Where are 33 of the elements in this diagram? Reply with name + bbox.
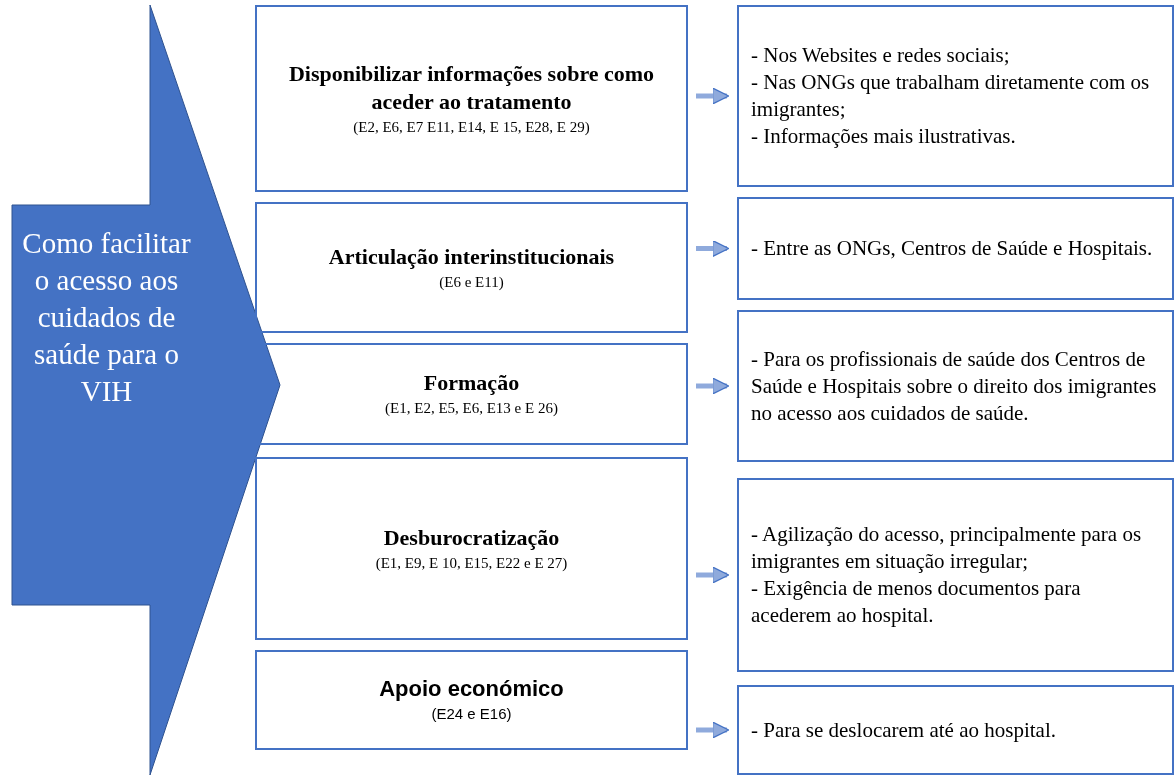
topic-title: Desburocratização: [383, 523, 560, 552]
reference-list: (E24 e E16): [431, 703, 512, 725]
topic-title: Articulação interinstitucionais: [328, 242, 615, 271]
heading-text: Como facilitar o acesso aos cuidados de saúde para o VIH: [21, 226, 192, 409]
reference-list: (E1, E2, E5, E6, E13 e E 26): [385, 397, 558, 419]
detail-box: [737, 197, 1174, 300]
detail-box: [737, 685, 1174, 775]
topic-box: [255, 5, 688, 192]
reference-list: (E2, E6, E7 E11, E14, E 15, E28, E 29): [353, 115, 590, 138]
detail-text: - Exigência de menos documentos para acederem ao hospital.: [751, 575, 1082, 629]
detail-box: [737, 5, 1174, 187]
arrow: [696, 721, 730, 739]
arrow: [696, 377, 730, 395]
topic-box: [255, 202, 688, 333]
topic-title: Apoio económico: [379, 675, 564, 703]
arrow: [696, 87, 730, 105]
topic-box: [255, 650, 688, 750]
detail-text: - Informações mais ilustrativas.: [751, 123, 1017, 150]
topic-title: Disponibilizar informações sobre como aceder ao tratamento: [287, 59, 656, 116]
detail-text: - Agilização do acesso, principalmente para os imigrantes em situação irregular;: [751, 521, 1143, 575]
detail-box: [737, 310, 1174, 462]
reference-list: (E1, E9, E 10, E15, E22 e E 27): [375, 551, 568, 574]
reference-list: (E6 e E11): [439, 270, 504, 293]
topic-box: [255, 457, 688, 640]
detail-text: - Para os profissionais de saúde dos Centros de Saúde e Hospitais sobre o direito dos imigrantes no acesso aos cuidados de saúde.: [751, 345, 1158, 427]
detail-text: - Para se deslocarem até ao hospital.: [751, 716, 1057, 744]
topic-title: Formação: [423, 369, 520, 397]
detail-box: [737, 478, 1174, 672]
arrow: [696, 566, 730, 584]
detail-text: - Nas ONGs que trabalham diretamente com os imigrantes;: [751, 69, 1151, 123]
detail-text: - Entre as ONGs, Centros de Saúde e Hospitais.: [751, 235, 1154, 262]
detail-text: - Nos Websites e redes sociais;: [751, 42, 1011, 69]
arrow: [696, 239, 730, 258]
